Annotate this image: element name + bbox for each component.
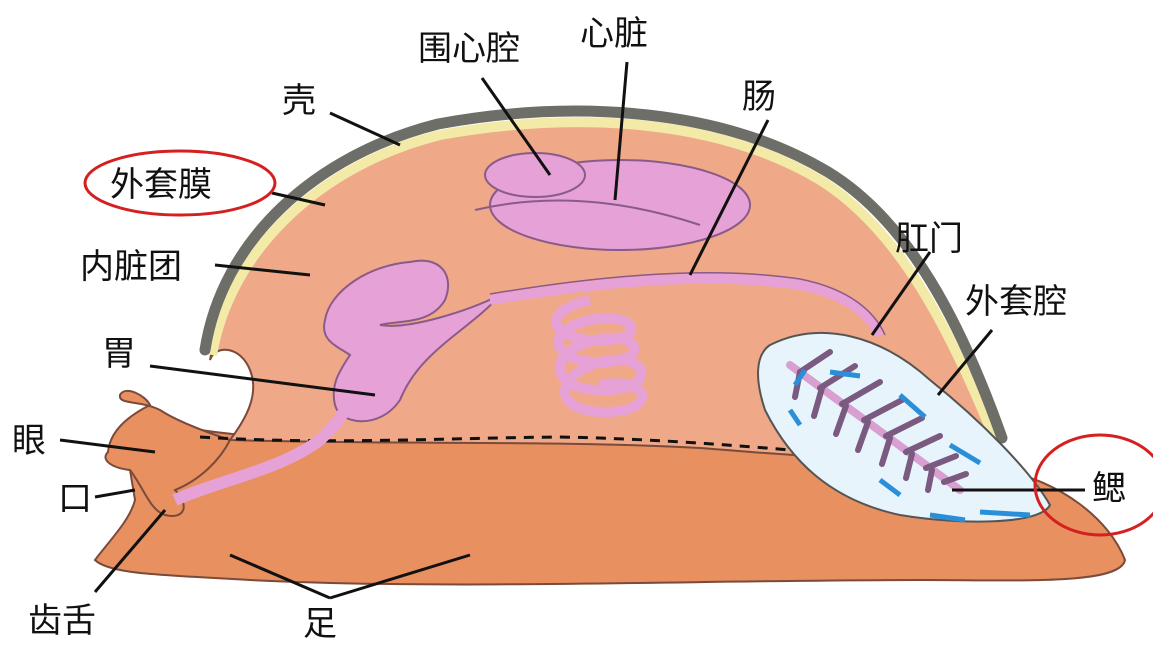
label-visceral-mass: 内脏团 <box>80 247 182 287</box>
label-gill: 鳃 <box>1092 469 1126 509</box>
label-foot: 足 <box>303 604 337 644</box>
label-pericardial-cavity: 围心腔 <box>418 29 520 69</box>
label-heart: 心脏 <box>580 14 648 54</box>
heart <box>484 152 586 198</box>
label-anus: 肛门 <box>895 219 963 259</box>
highlight-circle-mantle <box>83 149 277 217</box>
label-shell: 壳 <box>282 81 316 121</box>
leader-lines <box>59 61 1085 600</box>
intestine <box>489 273 885 418</box>
label-mantle: 外套膜 <box>110 165 212 205</box>
label-eye: 眼 <box>12 421 46 461</box>
label-mouth: 口 <box>58 479 92 519</box>
gill <box>786 349 969 494</box>
mantle <box>207 117 1000 442</box>
label-mantle-cavity: 外套腔 <box>965 282 1067 322</box>
water-flow-arrows <box>787 368 1031 523</box>
heart-vessel <box>474 199 701 226</box>
shell <box>199 105 1008 444</box>
highlight-circle-gill <box>1033 433 1153 537</box>
esophagus <box>172 404 351 506</box>
label-stomach: 胃 <box>102 334 136 374</box>
intestine-outline <box>489 272 886 336</box>
label-intestine: 肠 <box>742 77 776 117</box>
label-radula: 齿舌 <box>28 601 96 641</box>
